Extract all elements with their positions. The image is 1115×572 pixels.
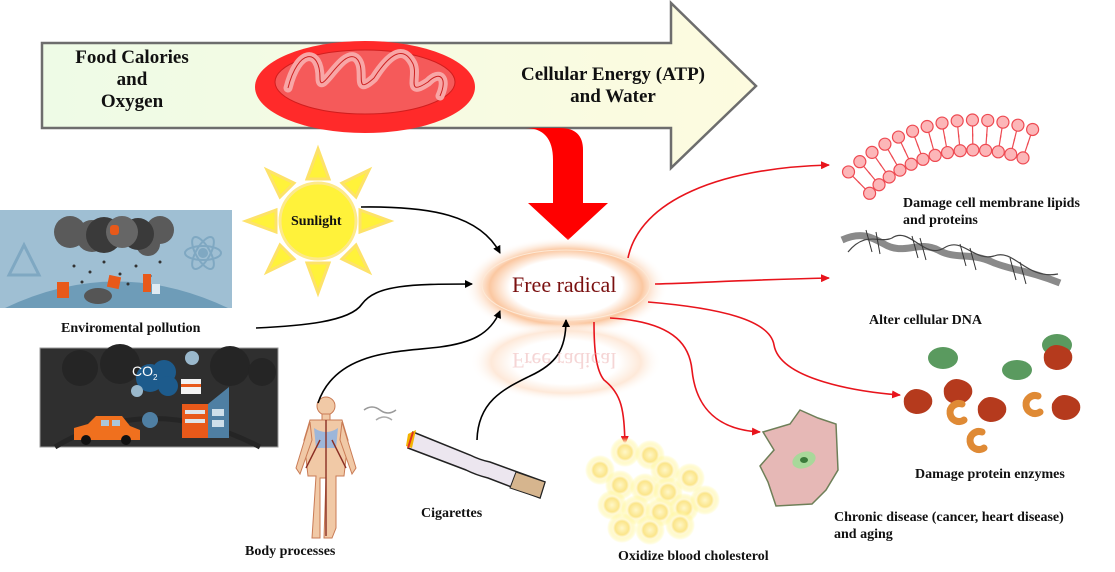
cause-arrows bbox=[255, 206, 570, 441]
cholesterol-particle bbox=[690, 485, 720, 515]
arrow-cigarettes bbox=[476, 319, 570, 441]
cholesterol-particle bbox=[665, 510, 695, 540]
lipid-head bbox=[878, 137, 892, 151]
effect-label-cholesterol: Oxidize blood cholesterol bbox=[618, 549, 769, 564]
lipid-head bbox=[1011, 118, 1025, 132]
process-output-line-1: Cellular Energy (ATP) bbox=[521, 64, 705, 85]
enzymes-icon bbox=[903, 334, 1081, 453]
effect-label-enzymes: Damage protein enzymes bbox=[915, 467, 1065, 482]
mitochondrion-icon bbox=[255, 41, 475, 133]
co2-label: CO2 bbox=[132, 363, 157, 382]
lipid-head bbox=[920, 119, 934, 134]
lipid-head bbox=[904, 157, 918, 171]
lipid-head bbox=[872, 178, 886, 192]
effect-arrows bbox=[593, 161, 901, 445]
lipid-head bbox=[940, 145, 955, 160]
cell-icon bbox=[759, 409, 839, 507]
lipid-head bbox=[882, 170, 896, 184]
sun-icon bbox=[241, 144, 395, 298]
lipid-head bbox=[991, 145, 1005, 159]
lipid-head bbox=[1016, 151, 1030, 165]
lipid-head bbox=[928, 148, 942, 163]
cigarette-icon bbox=[363, 406, 546, 499]
lipid-head bbox=[841, 165, 856, 179]
arrow-pollution bbox=[255, 280, 473, 329]
effect-label-dna: Alter cellular DNA bbox=[869, 313, 983, 328]
lipid-head bbox=[905, 124, 920, 138]
cause-label-pollution: Enviromental pollution bbox=[61, 321, 201, 336]
cholesterol-icon bbox=[585, 437, 720, 545]
cause-label-body: Body processes bbox=[245, 544, 336, 559]
cholesterol-particle bbox=[650, 455, 680, 485]
process-output-line-2: and Water bbox=[570, 86, 656, 107]
lipid-head bbox=[853, 155, 867, 169]
human-body-icon bbox=[295, 396, 357, 539]
arrow-chronic bbox=[609, 317, 761, 436]
co2-subscript: 2 bbox=[153, 372, 158, 382]
process-input-label: Food Calories and Oxygen bbox=[72, 47, 192, 113]
lipid-head bbox=[916, 152, 930, 166]
mitochondrion-output-arrow bbox=[525, 128, 608, 240]
cholesterol-particle bbox=[610, 437, 640, 467]
cholesterol-particle bbox=[607, 513, 637, 543]
cholesterol-particle bbox=[635, 515, 665, 545]
effect-chronic-line-2: and aging bbox=[834, 527, 893, 542]
effect-chronic-line-1: Chronic disease (cancer, heart disease) bbox=[834, 510, 1064, 525]
lipid-head bbox=[935, 116, 949, 130]
co2-text: CO bbox=[132, 363, 153, 379]
lipid-head bbox=[950, 114, 964, 128]
effect-label-chronic: Chronic disease (cancer, heart disease) … bbox=[834, 509, 1064, 543]
arrow-sunlight bbox=[360, 206, 501, 254]
effect-label-membrane: Damage cell membrane lipids and proteins bbox=[903, 195, 1080, 229]
dna-helix-icon bbox=[840, 229, 1062, 287]
lipid-bilayer-icon bbox=[841, 113, 1040, 200]
free-radical-label: Free radical bbox=[512, 272, 617, 297]
pollution-illustration-top bbox=[0, 210, 232, 308]
arrow-body bbox=[317, 310, 501, 404]
lipid-head bbox=[891, 130, 906, 144]
free-radical-node bbox=[464, 237, 668, 402]
lipid-head bbox=[1004, 147, 1018, 161]
lipid-head bbox=[965, 113, 980, 127]
lipid-head bbox=[1026, 122, 1040, 137]
arrow-dna bbox=[654, 274, 830, 285]
process-output-label: Cellular Energy (ATP) and Water bbox=[498, 64, 728, 108]
lipid-head bbox=[979, 143, 993, 157]
arrow-cholesterol bbox=[593, 321, 629, 445]
lipid-head bbox=[893, 163, 907, 177]
lipid-head bbox=[966, 143, 980, 157]
effect-membrane-line-1: Damage cell membrane lipids bbox=[903, 196, 1080, 211]
lipid-head bbox=[865, 145, 879, 159]
lipid-head bbox=[953, 144, 967, 158]
cause-label-cigarettes: Cigarettes bbox=[421, 506, 483, 521]
lipid-head bbox=[996, 115, 1010, 129]
cholesterol-particle bbox=[675, 463, 705, 493]
free-radical-reflection: Free radical bbox=[512, 348, 617, 373]
lipid-head bbox=[981, 113, 995, 128]
lipid-head bbox=[862, 186, 877, 200]
arrow-enzymes bbox=[647, 301, 901, 399]
effect-membrane-line-2: and proteins bbox=[903, 213, 978, 228]
arrow-membrane bbox=[627, 161, 830, 259]
process-input-line-1: Food Calories bbox=[75, 47, 189, 68]
pollution-illustration-bottom bbox=[39, 344, 279, 450]
process-input-line-3: Oxygen bbox=[100, 91, 164, 112]
process-input-line-2: and bbox=[116, 69, 148, 90]
cholesterol-particle bbox=[597, 490, 627, 520]
cause-label-sunlight: Sunlight bbox=[291, 214, 342, 229]
